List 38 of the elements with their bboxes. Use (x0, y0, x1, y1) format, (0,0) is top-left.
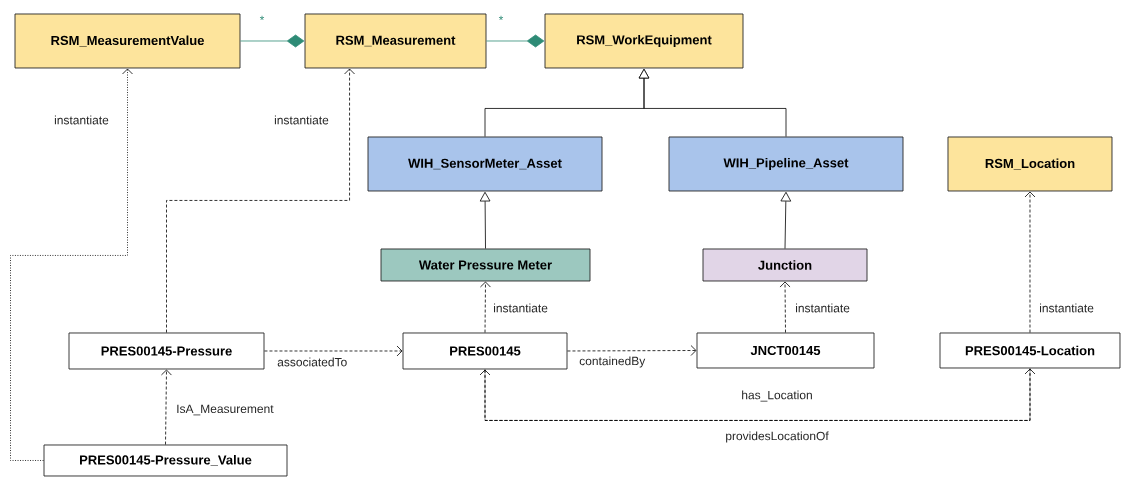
connector (638, 68, 787, 137)
edge-label: instantiate (53, 114, 110, 126)
class-box: RSM_MeasurementValue (14, 13, 241, 69)
instance-box: PRES00145 (402, 332, 568, 370)
connector (161, 369, 172, 445)
edge-label: has_Location (740, 389, 814, 403)
edge-label: associatedTo (276, 356, 349, 368)
edge-label: instantiate (1038, 302, 1095, 314)
connector (480, 281, 491, 333)
connector (779, 281, 791, 333)
instance-box: PRES00145-Pressure_Value (43, 444, 288, 477)
edge-label: providesLocationOf (724, 430, 830, 444)
connector (567, 345, 697, 356)
class-box: Water Pressure Meter (380, 248, 591, 282)
instance-box: JNCT00145 (696, 332, 875, 369)
connector (780, 191, 792, 249)
connector (10, 68, 133, 461)
edge-label: IsA_Measurement (175, 403, 275, 417)
connector (166, 68, 355, 333)
connector (479, 191, 491, 249)
edge-label: * (258, 14, 266, 26)
edge-label: * (497, 14, 505, 26)
class-box: RSM_Location (947, 136, 1113, 192)
edge-label: containedBy (578, 355, 647, 369)
class-box: RSM_WorkEquipment (544, 13, 744, 69)
edge-label: instantiate (492, 302, 549, 314)
edge-label: instantiate (794, 302, 851, 314)
connector (486, 34, 545, 48)
class-box: RSM_Measurement (304, 13, 487, 69)
connector (240, 34, 305, 48)
class-box: WIH_SensorMeter_Asset (367, 136, 603, 192)
class-box: Junction (702, 248, 868, 282)
edge-label: instantiate (273, 114, 330, 126)
class-box: WIH_Pipeline_Asset (668, 136, 904, 192)
connector (1024, 191, 1036, 333)
connector (264, 345, 403, 357)
instance-box: PRES00145-Location (939, 332, 1121, 369)
instance-box: PRES00145-Pressure (68, 332, 265, 370)
